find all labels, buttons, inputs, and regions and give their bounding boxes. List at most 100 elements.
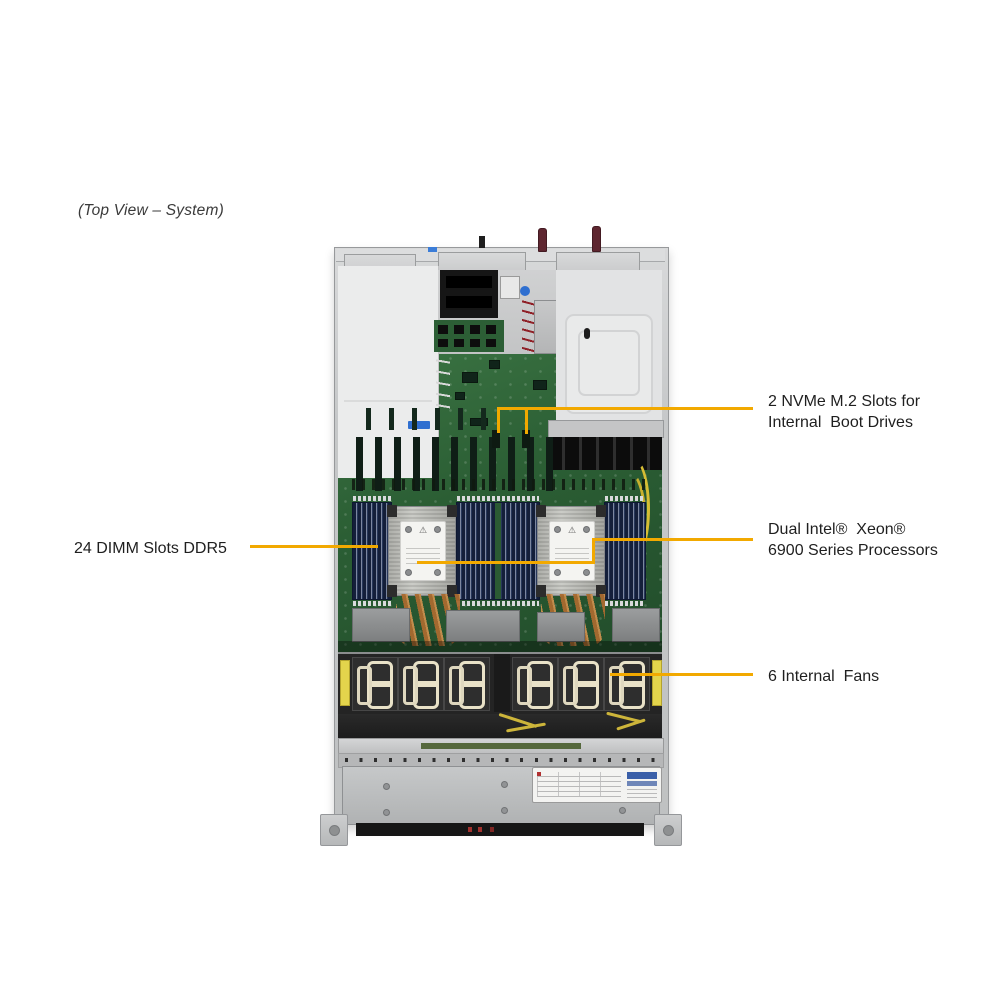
thumbscrew-left xyxy=(538,228,547,252)
dimm-bank-gap xyxy=(495,503,501,599)
power-cables-red xyxy=(522,300,536,352)
screw-icon xyxy=(383,783,390,790)
fan-release-tab-right xyxy=(652,660,662,706)
screw-icon xyxy=(554,569,561,576)
blue-clip xyxy=(428,247,437,252)
fan-module-5 xyxy=(558,657,604,711)
dimm-callout-label: 24 DIMM Slots DDR5 xyxy=(74,540,227,557)
fan-bracket xyxy=(609,666,624,705)
fan-release-tab-left xyxy=(340,660,350,706)
backplane-bar xyxy=(338,738,664,754)
m2-slot-1 xyxy=(492,430,500,448)
label-text-lines xyxy=(555,546,589,564)
pcb-connectors xyxy=(438,339,500,347)
callout-line-nvme xyxy=(497,407,753,410)
connector-row-small xyxy=(366,408,486,430)
heatsink-clip xyxy=(596,505,606,517)
screw-icon xyxy=(583,569,590,576)
front-led xyxy=(478,827,482,832)
callout-line-nvme-drop-2 xyxy=(525,407,528,434)
vrm-heatsink xyxy=(537,612,585,642)
callout-line-cpu-lower xyxy=(417,561,595,564)
heatsink-clip xyxy=(536,505,546,517)
drive-tray-rail xyxy=(548,420,664,438)
m2-slot-2 xyxy=(522,430,530,448)
callout-line-fans xyxy=(610,673,753,676)
heatsink-clip xyxy=(596,585,606,597)
board-chip xyxy=(455,392,465,400)
screw-icon xyxy=(405,569,412,576)
yellow-cable-arc xyxy=(618,458,650,560)
figure-caption: (Top View – System) xyxy=(78,202,224,219)
vrm-heatsink xyxy=(352,608,410,642)
cpu1-label: ⚠ xyxy=(400,521,446,581)
front-io-strip xyxy=(356,823,644,836)
fans-callout-label: 6 Internal Fans xyxy=(768,668,880,685)
pcb-connectors xyxy=(438,325,500,334)
front-led xyxy=(490,827,494,832)
rack-ear-left xyxy=(320,814,348,846)
board-shadow-strip xyxy=(338,641,662,652)
compartment-seam xyxy=(344,400,432,402)
cable-white xyxy=(436,356,450,410)
cpu2-heatsink: ⚠ xyxy=(536,505,606,597)
spec-label-blue-bar xyxy=(627,772,657,779)
screw-icon xyxy=(405,526,412,533)
board-chip xyxy=(462,372,478,383)
heatsink-clip xyxy=(536,585,546,597)
embossed-panel-inner xyxy=(578,330,640,396)
drive-tray-dark xyxy=(548,437,662,470)
heatsink-clip xyxy=(447,585,457,597)
spec-label xyxy=(532,767,662,803)
warning-icon: ⚠ xyxy=(567,525,577,535)
midplane-dark xyxy=(338,714,662,738)
heatsink-clip xyxy=(387,585,397,597)
fan-bracket xyxy=(517,666,532,705)
screw-icon xyxy=(583,526,590,533)
vrm-heatsink xyxy=(446,610,520,642)
cpu-callout-label: Dual Intel® Xeon® 6900 Series Processors xyxy=(768,521,938,559)
right-compartment xyxy=(556,270,662,422)
callout-line-nvme-drop-1 xyxy=(497,407,500,433)
fan-handle xyxy=(573,661,599,709)
thumbscrew-right xyxy=(592,226,601,252)
fan-handle xyxy=(619,661,645,709)
callout-line-cpu-upper xyxy=(592,538,753,541)
screw-icon xyxy=(501,807,508,814)
fan-module-4 xyxy=(512,657,558,711)
front-led xyxy=(468,827,472,832)
blue-fan-hub xyxy=(520,286,530,296)
fan-bracket xyxy=(563,666,578,705)
fan-row-divider xyxy=(494,654,510,712)
capacitor-row xyxy=(352,479,652,490)
riser-pcb xyxy=(434,320,504,352)
screw-dots xyxy=(345,758,657,762)
board-chip xyxy=(489,360,500,369)
screw-icon xyxy=(619,807,626,814)
fan-bracket xyxy=(449,666,464,705)
riser-slot xyxy=(446,296,492,308)
screw-icon xyxy=(434,569,441,576)
screw-icon xyxy=(383,809,390,816)
fan-module-3 xyxy=(444,657,490,711)
ear-hole xyxy=(329,825,340,836)
fan-module-1 xyxy=(352,657,398,711)
label-chip xyxy=(500,276,520,299)
fan-handle xyxy=(413,661,439,709)
spec-label-red-mark xyxy=(537,772,541,776)
fan-bracket xyxy=(357,666,372,705)
fan-bracket xyxy=(403,666,418,705)
keyhole xyxy=(584,328,590,339)
label-text-lines xyxy=(406,546,440,564)
nvme-callout-label: 2 NVMe M.2 Slots for Internal Boot Drive… xyxy=(768,393,921,431)
rear-screw xyxy=(479,236,485,248)
board-chip xyxy=(533,380,547,390)
vrm-heatsink xyxy=(612,608,660,642)
screw-icon xyxy=(554,526,561,533)
fan-handle xyxy=(459,661,485,709)
spec-table-lines xyxy=(537,772,621,797)
backplane-pcb-strip xyxy=(421,743,581,749)
callout-line-cpu-vertical xyxy=(592,538,595,564)
ear-hole xyxy=(663,825,674,836)
